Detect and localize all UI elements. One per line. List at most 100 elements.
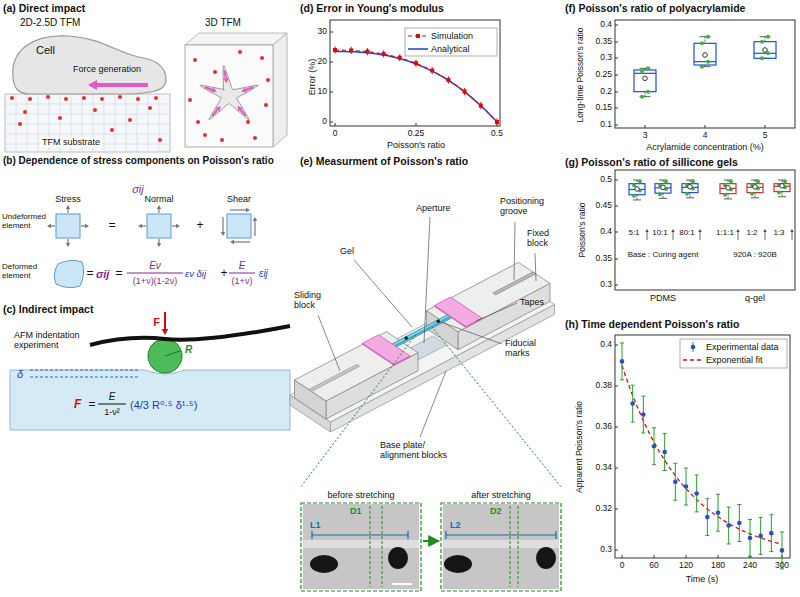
- equation-term: Eν: [149, 260, 161, 272]
- shear-arrow: [222, 217, 223, 232]
- mean-marker: [703, 53, 708, 58]
- tick-label: 0.5: [600, 175, 612, 185]
- leader-line: [476, 303, 517, 321]
- node-heading: after stretching: [471, 490, 531, 500]
- error-cap: [641, 433, 645, 434]
- force-arrow: [224, 70, 225, 78]
- data-point: [706, 60, 710, 64]
- category-label: 1:3: [773, 228, 784, 237]
- shear-arrow: [234, 241, 250, 242]
- legend-text: Exponential fit: [706, 355, 763, 365]
- data-point: [777, 191, 781, 195]
- width-guide: [370, 506, 371, 587]
- panel-e-art: [290, 217, 562, 488]
- fiducial-bead: [82, 96, 86, 100]
- data-point: [700, 65, 704, 69]
- box: [754, 42, 776, 59]
- annotation-label: Undeformed element: [2, 212, 54, 230]
- tick: [615, 427, 618, 428]
- error-cap: [652, 427, 656, 428]
- box: [629, 184, 645, 195]
- legend-sample: [408, 44, 428, 54]
- force-arrow: [246, 87, 254, 90]
- fiducial-bead: [10, 96, 14, 100]
- leader-line: [514, 222, 515, 280]
- image-inset: after stretchingD2L2: [440, 490, 562, 592]
- annotation-label: Deformed element: [2, 262, 54, 280]
- analytical-curve: [335, 52, 497, 123]
- data-point: [685, 192, 689, 196]
- tick-label: 0.3: [600, 280, 612, 290]
- axis-title: Apparent Poisson's ratio: [575, 401, 585, 493]
- whisker: [663, 193, 664, 198]
- length-line: [312, 534, 408, 535]
- data-point: [630, 401, 635, 406]
- force-arrow: [205, 87, 213, 90]
- tick: [615, 206, 618, 207]
- error-cap: [641, 396, 645, 397]
- fiducial-blob: [444, 555, 472, 573]
- length-tick: [445, 531, 446, 539]
- cube-front: [185, 45, 273, 147]
- dimension-label: L1: [310, 520, 321, 530]
- equation-term: εv δij: [185, 269, 206, 280]
- group-note: Base : Curing agent: [628, 250, 699, 259]
- grid-line: [16, 94, 17, 152]
- data-point: [726, 523, 731, 528]
- group-label: q-gel: [745, 293, 765, 303]
- tick: [615, 25, 618, 26]
- error-cap: [759, 554, 763, 555]
- mean-marker: [780, 183, 785, 188]
- fiducial-blob: [310, 555, 338, 573]
- fiducial-bead: [136, 97, 140, 101]
- tick-label: 30: [318, 27, 327, 37]
- median: [754, 53, 776, 54]
- axis-title: Poisson's ratio: [578, 202, 588, 257]
- error-cap: [620, 379, 624, 380]
- panel-h-chart: [615, 335, 790, 569]
- fiducial-mark: [404, 336, 408, 340]
- operator: +: [220, 267, 227, 281]
- grid-line: [5, 124, 170, 125]
- error-cap: [652, 464, 656, 465]
- tick-label: 5: [763, 131, 768, 141]
- error-cap: [748, 519, 752, 520]
- whisker-cap: [633, 199, 641, 200]
- data-marker: [382, 52, 386, 56]
- data-marker: [463, 90, 467, 94]
- error-cap: [716, 531, 720, 532]
- force-arrow: [212, 110, 217, 116]
- tick: [615, 285, 618, 286]
- fraction-bar: [127, 273, 183, 274]
- data-point: [748, 536, 753, 541]
- category-label: 5:1: [628, 228, 639, 237]
- normal-arrow: [158, 209, 159, 213]
- legend-sample: [683, 355, 703, 365]
- panel-g-chart: [615, 170, 795, 290]
- equation-term: E: [109, 391, 116, 403]
- sample-substrate: [10, 370, 290, 430]
- annotation-label: AFM indentation experiment: [14, 330, 84, 351]
- panel-title: (a) Direct impact: [3, 2, 85, 14]
- micrograph: [443, 504, 559, 589]
- error-cap: [695, 511, 699, 512]
- data-point: [640, 95, 644, 99]
- fiducial-bead: [260, 56, 264, 60]
- tick: [615, 58, 618, 59]
- data-point: [700, 41, 704, 45]
- whisker: [690, 193, 691, 198]
- tick: [705, 125, 706, 128]
- data-point: [769, 531, 774, 536]
- normal-arrow-head: [47, 224, 51, 228]
- shear-arrow-head: [221, 232, 225, 236]
- depth-guide: [30, 377, 140, 378]
- fiducial-bead: [93, 108, 97, 112]
- symbol-label: δ: [17, 368, 23, 381]
- error-cap: [727, 507, 731, 508]
- cell-3d: [200, 65, 258, 119]
- error-cap: [769, 551, 773, 552]
- part-label: Sliding block: [294, 290, 334, 311]
- tick-label: 0.32: [595, 504, 612, 514]
- normal-arrow: [142, 225, 146, 226]
